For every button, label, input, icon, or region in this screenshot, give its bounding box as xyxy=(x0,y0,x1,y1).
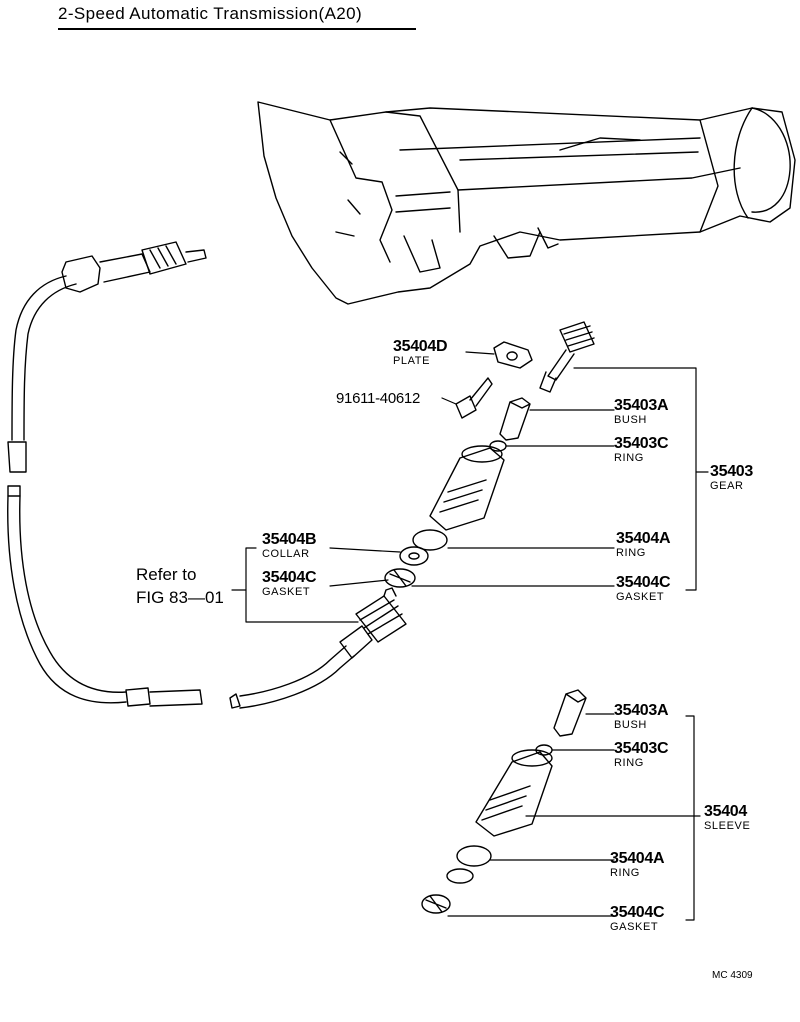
ring-a-part xyxy=(412,529,448,551)
diagram-title: 2-Speed Automatic Transmission(A20) xyxy=(58,4,363,23)
label-ring-c-number: 35403C xyxy=(614,435,669,452)
washer-part-lower xyxy=(446,868,474,884)
bolt-part xyxy=(455,377,493,419)
plate-part xyxy=(493,341,533,369)
cable-top-connector xyxy=(7,241,207,473)
label-bush-name: BUSH xyxy=(614,414,647,426)
refer-figure-text: FIG 83—01 xyxy=(136,588,224,607)
transmission-housing xyxy=(257,101,796,305)
label-ring2-c-name: RING xyxy=(614,757,644,769)
gasket-part-lower xyxy=(421,894,451,914)
label-gear-number: 35403 xyxy=(710,463,753,480)
label-sleeve-name: SLEEVE xyxy=(704,820,751,832)
label-gear-name: GEAR xyxy=(710,480,744,492)
label-collar-name: COLLAR xyxy=(262,548,310,560)
label-plate-number: 35404D xyxy=(393,338,448,355)
gear-part xyxy=(539,321,595,393)
label-ring2-c-number: 35403C xyxy=(614,740,669,757)
label-gasket-left-number: 35404C xyxy=(262,569,317,586)
figure-code: MC 4309 xyxy=(712,970,753,981)
label-plate-name: PLATE xyxy=(393,355,431,367)
label-bush-number: 35403A xyxy=(614,397,669,414)
label-gasket2-name: GASKET xyxy=(610,921,659,933)
label-bolt-number: 91611-40612 xyxy=(336,390,421,407)
label-gasket2-number: 35404C xyxy=(610,904,665,921)
label-gasket-left-name: GASKET xyxy=(262,586,311,598)
label-bush2-name: BUSH xyxy=(614,719,647,731)
label-ring-a-number: 35404A xyxy=(616,530,671,547)
label-gasket-right-number: 35404C xyxy=(616,574,671,591)
label-ring-c-name: RING xyxy=(614,452,644,464)
label-bush2-number: 35403A xyxy=(614,702,669,719)
cable-lower-run xyxy=(7,485,407,709)
leader-lines xyxy=(231,351,709,921)
refer-to-text: Refer to xyxy=(136,565,197,584)
bush-part-lower xyxy=(553,689,587,737)
bush-part xyxy=(499,397,531,441)
title-underline xyxy=(58,28,416,30)
gasket-part xyxy=(384,568,416,588)
label-ring-a-name: RING xyxy=(616,547,646,559)
ring-a-part-lower xyxy=(456,845,492,867)
label-gasket-right-name: GASKET xyxy=(616,591,665,603)
label-ring2-a-name: RING xyxy=(610,867,640,879)
sleeve-part-upper xyxy=(429,445,505,531)
collar-part xyxy=(399,546,429,566)
label-sleeve-number: 35404 xyxy=(704,803,747,820)
label-collar-number: 35404B xyxy=(262,531,317,548)
label-ring2-a-number: 35404A xyxy=(610,850,665,867)
sleeve-part-lower xyxy=(475,749,553,837)
